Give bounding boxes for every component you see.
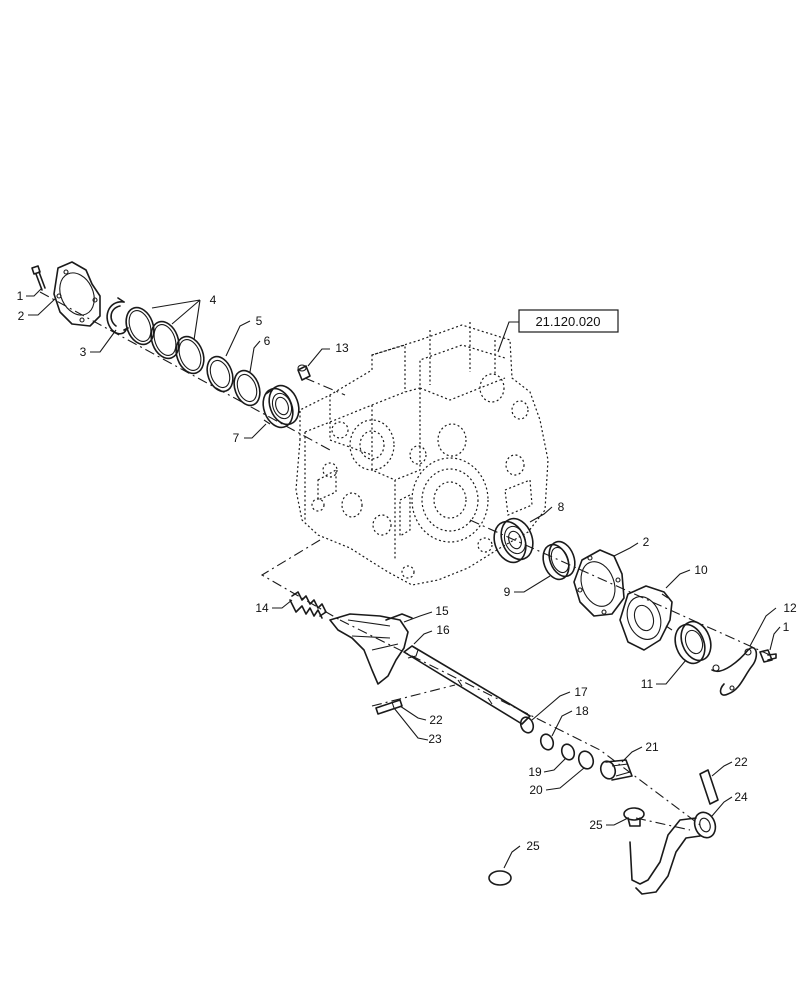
callout-25-knob[interactable]: 25 <box>589 818 603 832</box>
transmission-housing <box>295 322 549 586</box>
bolt-1-left[interactable] <box>31 265 46 291</box>
pin-23[interactable] <box>375 699 403 715</box>
seal-11[interactable] <box>670 617 716 667</box>
callout-18[interactable]: 18 <box>575 704 589 718</box>
bushing-21[interactable] <box>598 759 633 781</box>
callout-8[interactable]: 8 <box>558 500 565 514</box>
dowel-pin-13[interactable] <box>297 364 311 381</box>
cover-2-right[interactable] <box>573 549 625 617</box>
callout-labels: 1 2 3 4 5 6 7 13 8 2 9 10 12 1 11 14 15 … <box>17 289 797 853</box>
callout-16[interactable]: 16 <box>436 623 450 637</box>
spring-14[interactable] <box>289 591 327 619</box>
ring-6[interactable] <box>230 367 265 409</box>
reference-box[interactable]: 21.120.020 <box>497 309 619 353</box>
ring-19[interactable] <box>560 742 577 761</box>
callout-21[interactable]: 21 <box>645 740 659 754</box>
callout-13[interactable]: 13 <box>335 341 349 355</box>
cover-2-left[interactable] <box>53 261 101 327</box>
callout-14[interactable]: 14 <box>255 601 269 615</box>
pin-22-right[interactable] <box>699 769 719 805</box>
seal-ring-9[interactable] <box>539 538 580 583</box>
callout-9[interactable]: 9 <box>504 585 511 599</box>
callout-1-right[interactable]: 1 <box>783 620 790 634</box>
bolt-1-right[interactable] <box>759 649 777 663</box>
callout-2-right[interactable]: 2 <box>643 535 650 549</box>
callout-15[interactable]: 15 <box>435 604 449 618</box>
ring-5[interactable] <box>203 353 238 395</box>
callout-22-right[interactable]: 22 <box>734 755 748 769</box>
housing-10[interactable] <box>619 585 673 651</box>
callout-11[interactable]: 11 <box>641 677 654 691</box>
callout-1-left[interactable]: 1 <box>17 289 24 303</box>
washer-17[interactable] <box>519 715 536 734</box>
callout-2-left[interactable]: 2 <box>18 309 25 323</box>
callout-10[interactable]: 10 <box>694 563 708 577</box>
callout-4[interactable]: 4 <box>210 293 217 307</box>
washer-18[interactable] <box>539 732 556 751</box>
shim-rings-4[interactable] <box>121 304 208 378</box>
bearing-8[interactable] <box>489 514 539 567</box>
reference-leader <box>497 321 519 353</box>
bearing-7[interactable] <box>258 381 304 431</box>
callout-17[interactable]: 17 <box>574 685 588 699</box>
callout-7[interactable]: 7 <box>233 431 240 445</box>
callout-12[interactable]: 12 <box>783 601 797 615</box>
retaining-plate-12[interactable] <box>711 646 758 696</box>
callout-23[interactable]: 23 <box>428 732 442 746</box>
callout-25-cap[interactable]: 25 <box>526 839 540 853</box>
reference-box-label: 21.120.020 <box>535 314 600 329</box>
callout-3[interactable]: 3 <box>80 345 87 359</box>
callout-6[interactable]: 6 <box>264 334 271 348</box>
callout-20[interactable]: 20 <box>529 783 543 797</box>
callout-leaders <box>26 287 781 869</box>
shift-lever-24[interactable] <box>629 809 719 895</box>
center-lines <box>39 291 771 831</box>
snap-ring-3[interactable] <box>106 297 129 335</box>
shift-rod-16[interactable] <box>403 645 531 725</box>
shift-fork-15[interactable] <box>329 613 413 685</box>
cap-25[interactable] <box>488 870 512 886</box>
callout-24[interactable]: 24 <box>734 790 748 804</box>
callout-19[interactable]: 19 <box>528 765 542 779</box>
knob-25[interactable] <box>623 807 645 827</box>
callout-22-left[interactable]: 22 <box>429 713 443 727</box>
callout-5[interactable]: 5 <box>256 314 263 328</box>
clip-20[interactable] <box>576 749 595 771</box>
